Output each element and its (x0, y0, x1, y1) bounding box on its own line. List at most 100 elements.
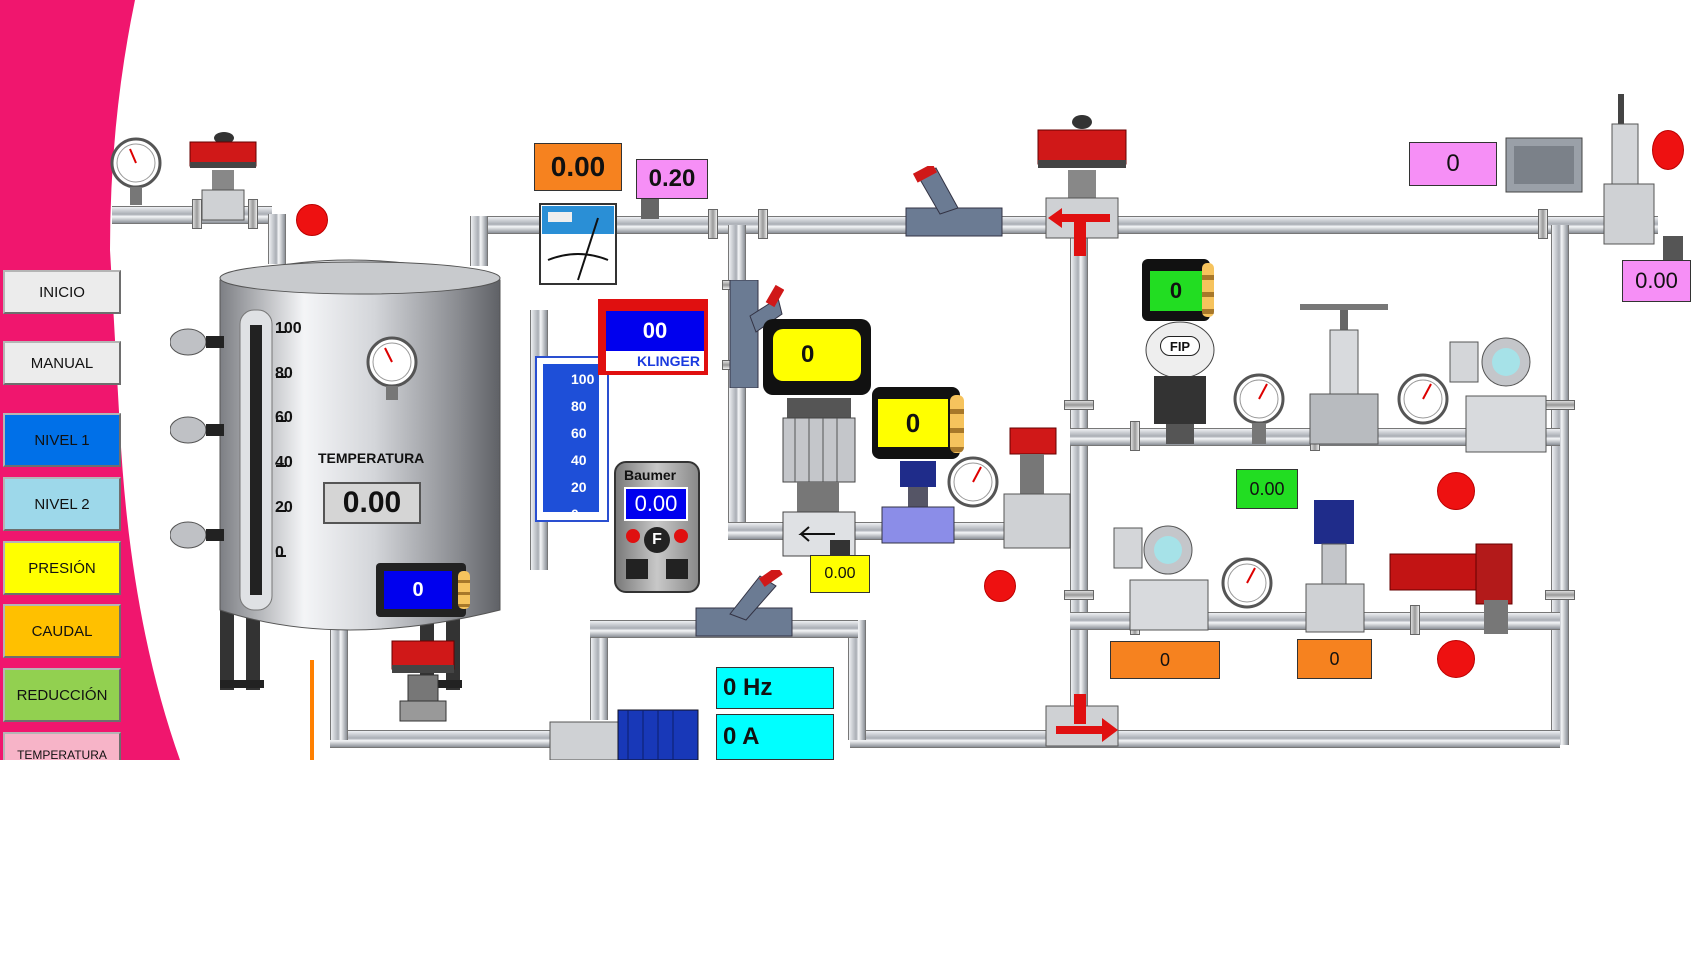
gear-icon (950, 395, 964, 453)
y-strainer-pump (695, 570, 793, 637)
right-top-alarm-indicator (1652, 130, 1684, 170)
mid-reading-display: 0.00 (1236, 469, 1298, 509)
tank-scale-label: 20 (275, 499, 293, 516)
pump-motor[interactable] (548, 700, 708, 760)
vfd-frequency-display: 0 Hz (716, 667, 834, 709)
baumer-instrument: Baumer 0.00 F (614, 461, 700, 593)
pipe-pump-up (590, 620, 608, 720)
flange (1410, 605, 1420, 635)
mid-right-flow-transmitter (1449, 337, 1547, 453)
tank-temp-label: TEMPERATURA (318, 450, 425, 466)
pipe-pump-suction (330, 730, 560, 748)
manual-button[interactable]: MANUAL (3, 341, 121, 385)
temperatura-button[interactable]: TEMPERATURA (3, 732, 121, 760)
flange (1130, 421, 1140, 451)
pressure-transmitter (641, 199, 659, 219)
valve-b-alarm-indicator (984, 570, 1016, 602)
tank-scale-label: 60 (275, 409, 293, 426)
y-strainer-vertical (729, 280, 784, 388)
baumer-brand-label: Baumer (624, 467, 677, 483)
top-flow-display: 0.00 (534, 143, 622, 191)
baumer-down-button[interactable] (626, 559, 648, 579)
top-pressure-display: 0.20 (636, 159, 708, 199)
mid-right-alarm-indicator (1437, 472, 1475, 510)
temperature-probe (310, 660, 314, 760)
klinger-scale-label: 0 (571, 506, 579, 522)
baumer-red-button-left[interactable] (626, 529, 640, 543)
nivel-1-button[interactable]: NIVEL 1 (3, 413, 121, 467)
lower-right-display: 0 (1297, 639, 1372, 679)
flange (248, 199, 258, 229)
tank-pressure-gauge-icon (366, 336, 418, 400)
nivel-2-button[interactable]: NIVEL 2 (3, 477, 121, 531)
klinger-level-fill (543, 364, 599, 512)
inlet-pressure-gauge-icon (110, 137, 162, 205)
valve-b-display: 0 (878, 399, 948, 447)
top-three-way-valve[interactable] (1036, 114, 1132, 264)
fip-brand-label: FIP (1160, 336, 1200, 356)
tank-scale-label: 40 (275, 454, 293, 471)
top-flowmeter (539, 203, 617, 285)
lower-control-valve[interactable] (1300, 498, 1370, 636)
baumer-display: 0.00 (624, 487, 688, 521)
pipe-inlet-down (268, 214, 286, 264)
reduccion-button[interactable]: REDUCCIÓN (3, 668, 121, 722)
valve-a-body[interactable] (775, 394, 865, 564)
valve-b-positioner[interactable]: 0 (872, 387, 964, 459)
klinger-scale-label: 80 (571, 398, 587, 414)
y-strainer-top (905, 166, 1003, 237)
gear-icon (1202, 263, 1214, 317)
lower-electric-actuator[interactable] (1388, 540, 1518, 636)
tank-outlet-positioner[interactable]: 0 (376, 563, 470, 617)
presion-button[interactable]: PRESIÓN (3, 541, 121, 595)
valve-b-body[interactable] (878, 457, 958, 557)
flange (1545, 400, 1575, 410)
right-top-reading: 0 (1409, 142, 1497, 186)
tank (170, 259, 501, 690)
baumer-red-button-right[interactable] (674, 529, 688, 543)
flange (1064, 400, 1094, 410)
globe-valve-handwheel[interactable] (1296, 302, 1392, 452)
pipe-right-vertical (1551, 225, 1569, 745)
inlet-alarm-indicator (296, 204, 328, 236)
lower-left-display: 0 (1110, 641, 1220, 679)
valve-a-positioner[interactable]: 0 (763, 319, 871, 395)
mid-left-pressure-gauge-icon (1233, 373, 1285, 444)
flange (708, 209, 718, 239)
tank-temp-display: 0.00 (323, 482, 421, 524)
klinger-scale-label: 40 (571, 452, 587, 468)
lower-pressure-gauge-icon (1221, 557, 1273, 609)
fip-positioner[interactable]: 0 (1142, 259, 1214, 321)
pipe-bottom-return (850, 730, 1560, 748)
gear-icon (458, 571, 470, 609)
vfd-current-display: 0 A (716, 714, 834, 760)
klinger-scale: 100 80 60 40 20 0 (571, 366, 594, 528)
klinger-scale-label: 60 (571, 425, 587, 441)
tank-outlet-valve[interactable] (386, 625, 466, 725)
fip-display: 0 (1150, 271, 1202, 311)
temperatura-button-label: TEMPERATURA (17, 748, 107, 760)
pipe-tank-top-up (470, 216, 488, 266)
klinger-scale-label: 20 (571, 479, 587, 495)
inlet-actuator-valve[interactable] (186, 128, 266, 224)
mid-right-pressure-gauge-icon (1397, 373, 1449, 425)
bottom-three-way-valve[interactable] (1036, 690, 1132, 760)
valve-b-pressure-gauge-icon (947, 456, 999, 508)
klinger-level-gauge: 100 80 60 40 20 0 (535, 356, 609, 522)
flange (1538, 209, 1548, 239)
baumer-f-button[interactable]: F (644, 527, 670, 553)
pipe-return-down (848, 620, 866, 740)
right-top-control-valve[interactable] (1600, 94, 1660, 250)
center-actuator-valve[interactable] (1000, 412, 1080, 552)
lower-right-alarm-indicator (1437, 640, 1475, 678)
caudal-button[interactable]: CAUDAL (3, 604, 121, 658)
pipe-tank-outlet (330, 620, 348, 740)
flange (758, 209, 768, 239)
baumer-up-button[interactable] (666, 559, 688, 579)
tank-scale-label: 100 (275, 320, 302, 337)
valve-b-flow-display: 0.00 (810, 555, 870, 593)
lower-left-flow-transmitter (1113, 525, 1209, 631)
klinger-scale-label: 100 (571, 371, 595, 387)
inicio-button[interactable]: INICIO (3, 270, 121, 314)
scada-panel: INICIO MANUAL NIVEL 1 NIVEL 2 PRESIÓN CA… (0, 0, 1691, 760)
